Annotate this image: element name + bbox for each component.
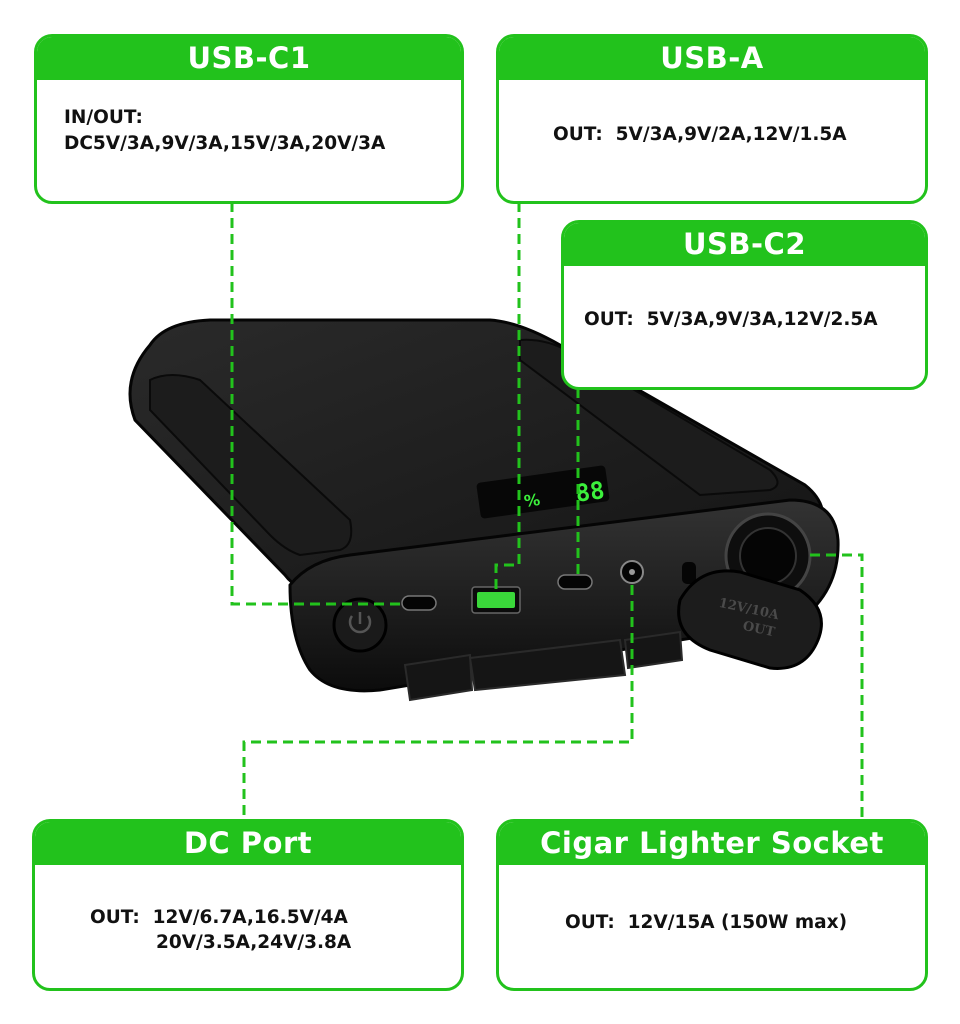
usb-a-connector (494, 202, 521, 590)
usb-c1-line-1: IN/OUT: (64, 107, 143, 128)
dc-port-line-2: 20V/3.5A,24V/3.8A (156, 932, 352, 953)
usb-a-callout: USB-A OUT: 5V/3A,9V/2A,12V/1.5A (496, 34, 928, 204)
usb-c1-title: USB-C1 (37, 37, 461, 80)
usb-c2-line-1: OUT: 5V/3A,9V/3A,12V/2.5A (584, 309, 878, 330)
side-switch (682, 562, 696, 584)
connector-lines (230, 202, 864, 820)
cigar-socket-cap (677, 569, 823, 670)
left-grip (149, 374, 353, 557)
usb-c1-line-2: DC5V/3A,9V/3A,15V/3A,20V/3A (64, 133, 386, 154)
usb-c2-port (557, 574, 593, 590)
cigar-connector (810, 553, 864, 820)
usb-c2-callout: USB-C2 OUT: 5V/3A,9V/3A,12V/2.5A (561, 220, 928, 390)
dc-port-line-1: OUT: 12V/6.7A,16.5V/4A (90, 907, 348, 928)
power-button (332, 597, 388, 653)
battery-display-percent: % (523, 490, 542, 511)
usb-c1-callout: USB-C1 IN/OUT: DC5V/3A,9V/3A,15V/3A,20V/… (34, 34, 464, 204)
cigar-socket-line-1: OUT: 12V/15A (150W max) (565, 912, 848, 933)
port-covers (403, 630, 684, 702)
usb-a-title: USB-A (499, 37, 925, 80)
device-front-face (288, 498, 840, 693)
cigar-socket-callout: Cigar Lighter Socket OUT: 12V/15A (150W … (496, 819, 928, 991)
battery-display (476, 465, 610, 519)
dc-port-connector (242, 585, 634, 820)
usb-c2-title: USB-C2 (564, 223, 925, 266)
cap-label-bottom: OUT (741, 619, 776, 640)
dc-port-callout: DC Port OUT: 12V/6.7A,16.5V/4A 20V/3.5A,… (32, 819, 464, 991)
power-icon (348, 615, 372, 634)
usb-c1-connector (230, 202, 404, 606)
usb-c1-port (401, 595, 437, 611)
usb-a-line-1: OUT: 5V/3A,9V/2A,12V/1.5A (553, 124, 847, 145)
dc-port-title: DC Port (35, 822, 461, 865)
power-bank: 88 % 12V/10A OUT (128, 318, 840, 702)
cigar-socket-title: Cigar Lighter Socket (499, 822, 925, 865)
